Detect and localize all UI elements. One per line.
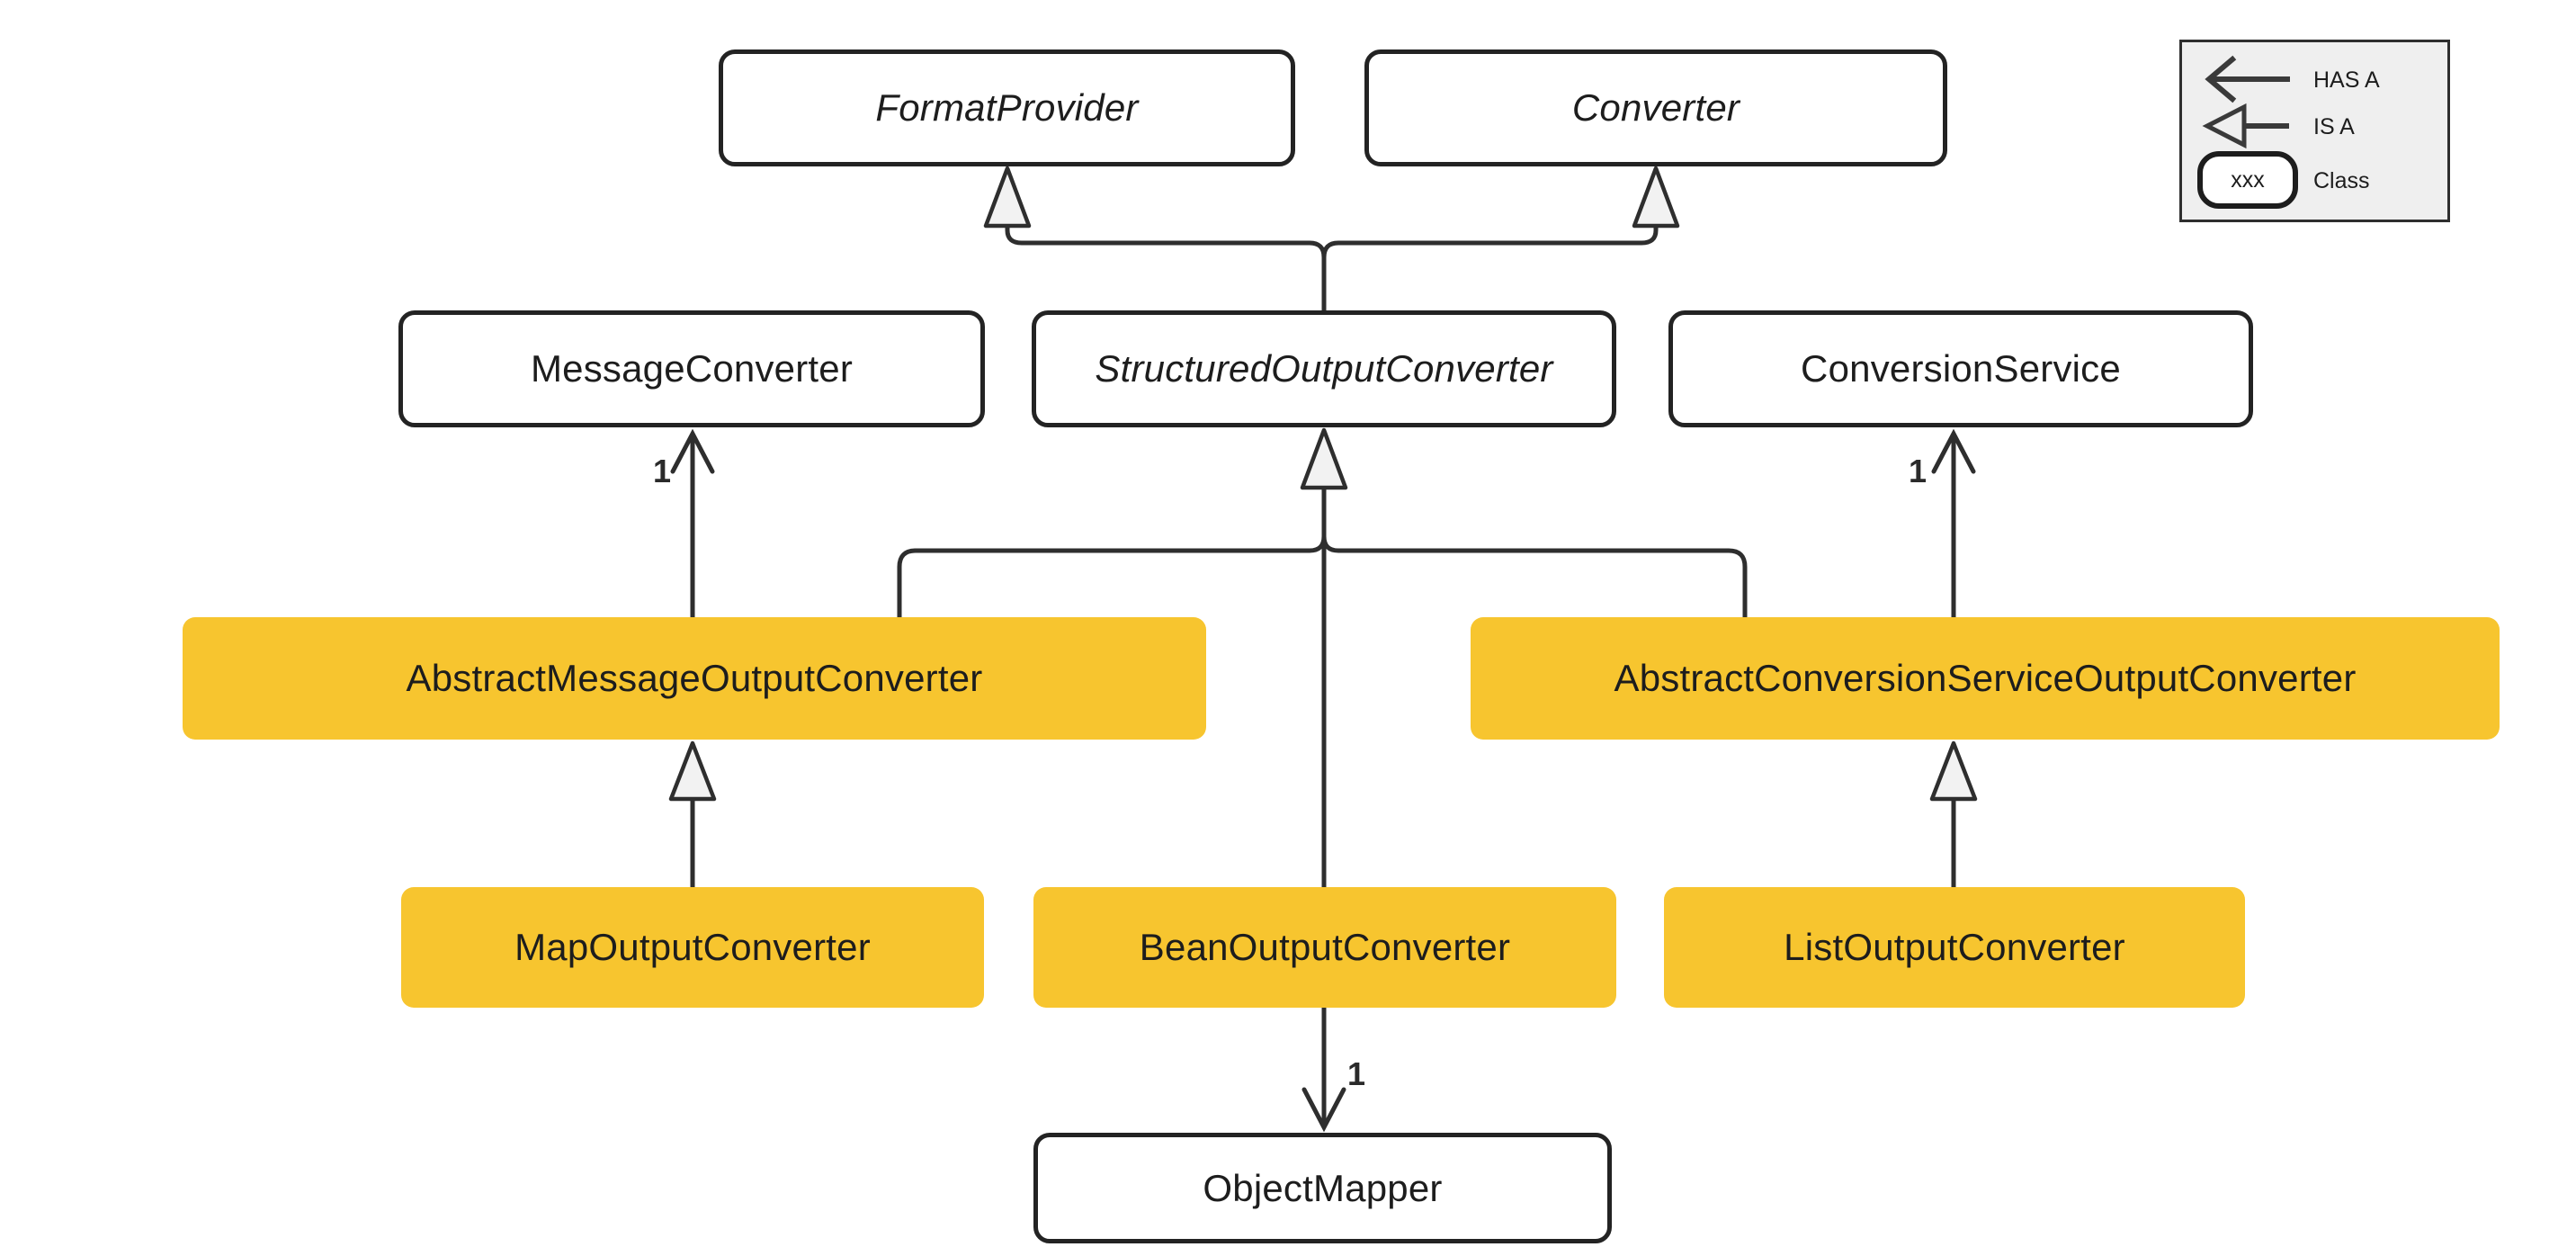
node-label: StructuredOutputConverter (1095, 347, 1553, 390)
node-structured-output-converter: StructuredOutputConverter (1032, 310, 1616, 427)
node-label: ListOutputConverter (1784, 926, 2125, 968)
legend-class-sample-box: xxx (2197, 151, 2298, 209)
node-label: AbstractMessageOutputConverter (406, 657, 983, 699)
legend-label-class: Class (2313, 168, 2370, 193)
hasa-arrowhead (1931, 428, 1976, 474)
legend-label-has-a: HAS A (2313, 67, 2380, 93)
node-label: AbstractConversionServiceOutputConverter (1614, 657, 2357, 699)
node-bean-output-converter: BeanOutputConverter (1033, 887, 1616, 1008)
legend-class-sample-text: xxx (2231, 166, 2265, 193)
node-converter: Converter (1364, 49, 1947, 166)
node-conversion-service: ConversionService (1668, 310, 2253, 427)
is-a-arrow-icon (2202, 103, 2247, 149)
edge-isa-abstractconversion-soc (1321, 534, 1748, 620)
node-label: MessageConverter (530, 347, 854, 390)
node-label: MapOutputConverter (514, 926, 871, 968)
edge-isa-abstractmessage-soc (897, 534, 1327, 620)
legend-label-is-a: IS A (2313, 114, 2355, 139)
node-label: FormatProvider (875, 86, 1139, 129)
isa-triangle (1929, 740, 1978, 802)
edge-isa-soc-converter (1321, 223, 1659, 260)
node-object-mapper: ObjectMapper (1033, 1133, 1612, 1243)
node-list-output-converter: ListOutputConverter (1664, 887, 2245, 1008)
isa-triangle (668, 740, 717, 802)
node-label: BeanOutputConverter (1139, 926, 1511, 968)
node-label: ConversionService (1801, 347, 2121, 390)
multiplicity-label: 1 (1908, 453, 1927, 489)
hasa-arrowhead (670, 428, 715, 474)
node-abstract-message-output-converter: AbstractMessageOutputConverter (183, 617, 1206, 740)
multiplicity-label: 1 (652, 453, 671, 489)
node-format-provider: FormatProvider (719, 49, 1295, 166)
node-message-converter: MessageConverter (398, 310, 985, 427)
legend: HAS A IS A xxx Class (2179, 40, 2450, 222)
node-map-output-converter: MapOutputConverter (401, 887, 984, 1008)
isa-triangle (1632, 166, 1680, 229)
isa-triangle (1300, 427, 1348, 490)
hasa-arrowhead (1301, 1087, 1346, 1133)
node-label: Converter (1571, 86, 1740, 129)
edge-isa-soc-formatprovider (1005, 223, 1327, 313)
has-a-arrow-icon (2205, 55, 2237, 103)
node-abstract-conversion-service-output-converter: AbstractConversionServiceOutputConverter (1471, 617, 2500, 740)
legend-symbols (2202, 55, 2290, 149)
multiplicity-label: 1 (1347, 1055, 1366, 1092)
isa-triangle (983, 166, 1032, 229)
node-label: ObjectMapper (1203, 1166, 1443, 1209)
